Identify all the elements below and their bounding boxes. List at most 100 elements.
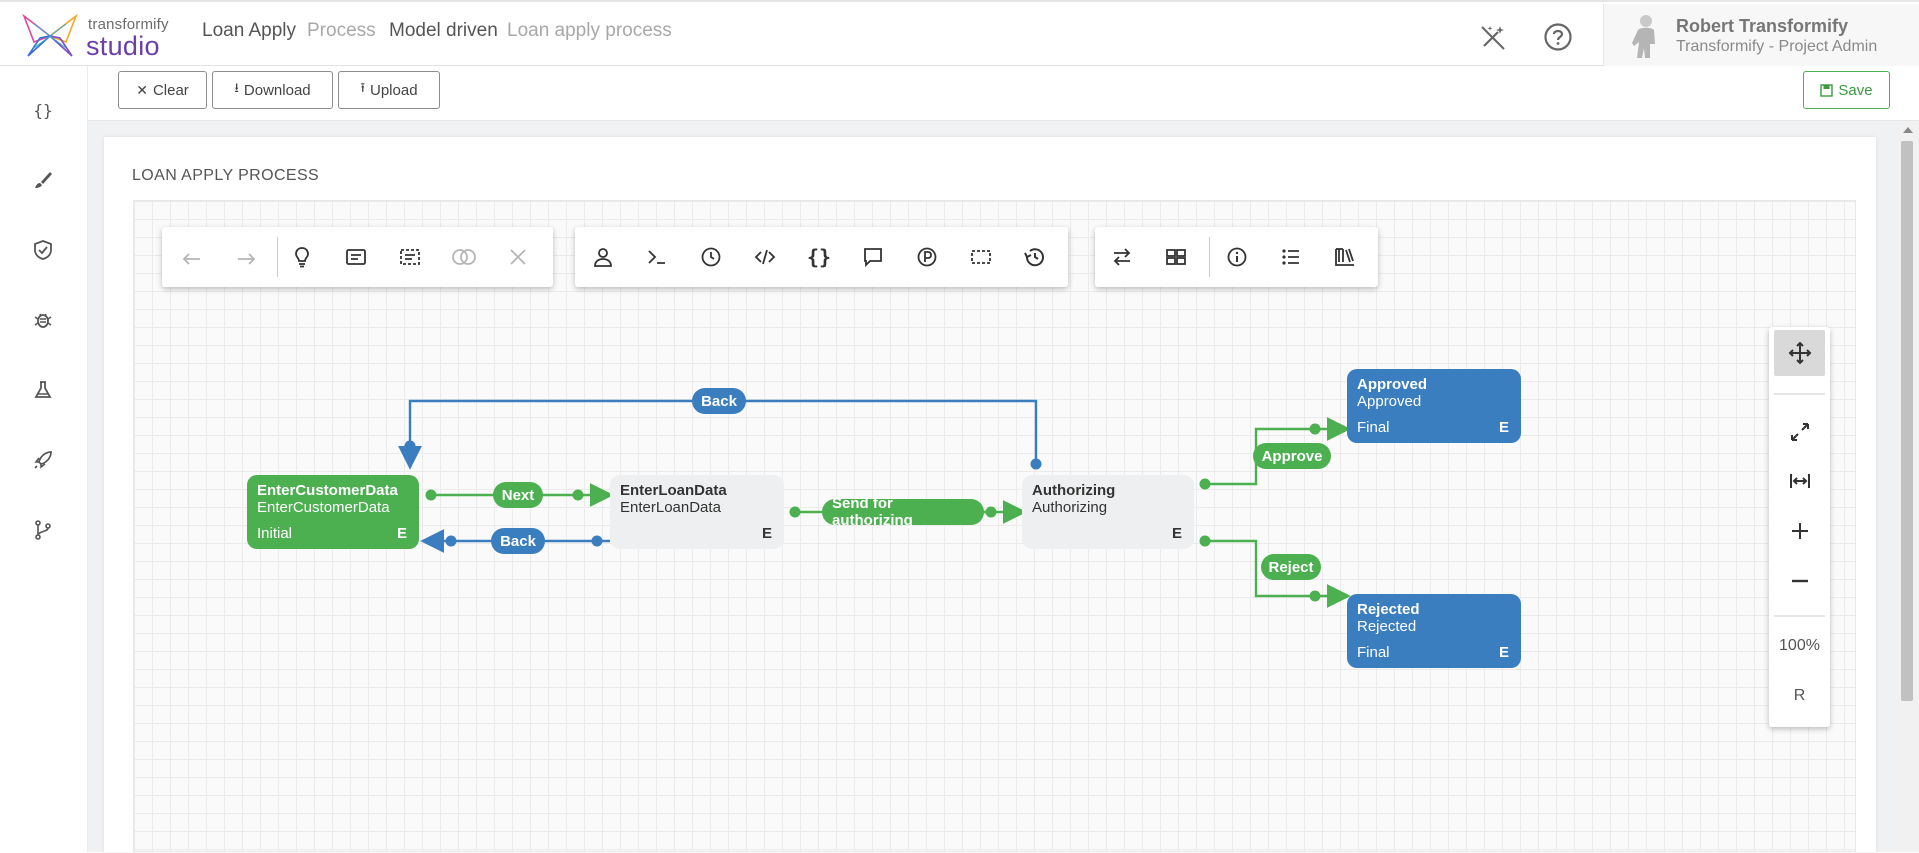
node-title: Rejected bbox=[1357, 601, 1420, 618]
upload-button[interactable]: ⭱ Upload bbox=[338, 71, 440, 109]
undo-icon[interactable] bbox=[177, 242, 207, 272]
node-subtitle: EnterCustomerData bbox=[257, 499, 390, 516]
breadcrumb-process[interactable]: Process bbox=[307, 20, 376, 41]
save-button-label: Save bbox=[1838, 81, 1873, 99]
node-badge: E bbox=[396, 525, 407, 542]
scrollbar-thumb[interactable] bbox=[1901, 141, 1913, 701]
swap-horizontal-icon[interactable] bbox=[1107, 242, 1137, 272]
avatar bbox=[1632, 15, 1655, 58]
state-node-approved[interactable]: Approved Approved Final E bbox=[1347, 369, 1521, 443]
state-node-authorizing[interactable]: Authorizing Authorizing E bbox=[1022, 475, 1194, 549]
source-branch-icon[interactable] bbox=[28, 515, 58, 545]
action-toolbar: ✕ Clear ⭳ Download ⭱ Upload Save bbox=[88, 66, 1919, 121]
history-toolbar bbox=[162, 227, 553, 287]
console-icon[interactable] bbox=[642, 242, 672, 272]
logo-text-big: studio bbox=[86, 31, 160, 61]
close-icon: ✕ bbox=[136, 81, 148, 98]
brush-icon[interactable] bbox=[28, 165, 58, 195]
transition-label-approve[interactable]: Approve bbox=[1253, 443, 1331, 469]
zoom-reset-button[interactable]: R bbox=[1793, 687, 1806, 704]
upload-button-label: Upload bbox=[370, 81, 418, 99]
process-card: LOAN APPLY PROCESS bbox=[104, 137, 1876, 852]
zoom-in-icon[interactable] bbox=[1774, 508, 1825, 554]
help-icon[interactable] bbox=[1543, 22, 1573, 52]
selection-text-icon[interactable] bbox=[395, 242, 425, 272]
butterfly-logo-icon bbox=[22, 13, 78, 57]
node-title: Authorizing bbox=[1032, 482, 1116, 499]
shield-check-icon[interactable] bbox=[28, 235, 58, 265]
node-subtitle: EnterLoanData bbox=[620, 499, 721, 516]
breadcrumb-loan-apply[interactable]: Loan Apply bbox=[202, 20, 297, 41]
download-icon: ⭳ bbox=[234, 80, 239, 95]
zoom-out-icon[interactable] bbox=[1774, 558, 1825, 604]
delete-icon[interactable] bbox=[503, 242, 533, 272]
logo-text-small: transformify bbox=[88, 16, 169, 33]
activity-toolbar: {} bbox=[575, 227, 1068, 287]
transition-label-next[interactable]: Next bbox=[493, 482, 543, 508]
breadcrumb-model-driven[interactable]: Model driven bbox=[389, 20, 498, 41]
toggle-icon[interactable] bbox=[449, 242, 479, 272]
download-button-label: Download bbox=[243, 81, 311, 99]
fullscreen-icon[interactable] bbox=[1774, 409, 1825, 455]
code-braces-icon[interactable]: {} bbox=[806, 245, 832, 269]
state-node-rejected[interactable]: Rejected Rejected Final E bbox=[1347, 594, 1521, 668]
lightbulb-icon[interactable] bbox=[287, 242, 317, 272]
redo-icon[interactable] bbox=[231, 242, 261, 272]
edge-reject bbox=[1206, 539, 1351, 608]
user-activity-icon[interactable] bbox=[588, 242, 618, 272]
alpha-p-circle-icon[interactable] bbox=[912, 242, 942, 272]
rocket-icon[interactable] bbox=[28, 445, 58, 475]
zoom-panel: 100% R bbox=[1769, 327, 1830, 727]
upload-icon: ⭱ bbox=[360, 80, 365, 95]
scroll-up-arrow-icon[interactable] bbox=[1903, 127, 1913, 133]
node-title: EnterLoanData bbox=[620, 482, 727, 499]
node-badge: E bbox=[761, 525, 772, 542]
diagram-canvas[interactable]: EnterCustomerData EnterCustomerData Init… bbox=[133, 200, 1856, 852]
transition-label-send-for-authorizing[interactable]: Send for authorizing bbox=[822, 495, 984, 529]
vertical-scrollbar[interactable] bbox=[1896, 121, 1919, 852]
history-icon[interactable] bbox=[1020, 242, 1050, 272]
node-badge: E bbox=[1498, 644, 1509, 661]
state-node-enter-loan-data[interactable]: EnterLoanData EnterLoanData E bbox=[610, 475, 784, 549]
node-kind: Final bbox=[1357, 644, 1390, 661]
format-list-bulleted-icon[interactable] bbox=[1276, 242, 1306, 272]
flask-icon[interactable] bbox=[28, 375, 58, 405]
selection-icon[interactable] bbox=[966, 242, 996, 272]
transition-label-reject[interactable]: Reject bbox=[1261, 554, 1321, 580]
node-title: Approved bbox=[1357, 376, 1428, 393]
save-button[interactable]: Save bbox=[1803, 71, 1890, 109]
node-kind: Final bbox=[1357, 419, 1390, 436]
top-header: transformify studio Loan Apply Process M… bbox=[0, 0, 1919, 66]
node-title: EnterCustomerData bbox=[257, 482, 398, 499]
library-icon[interactable] bbox=[1330, 242, 1360, 272]
breadcrumb-loan-apply-process[interactable]: Loan apply process bbox=[507, 20, 672, 41]
bug-icon[interactable] bbox=[28, 305, 58, 335]
user-menu[interactable]: Robert Transformify Transformify - Proje… bbox=[1603, 4, 1919, 66]
info-icon[interactable] bbox=[1222, 242, 1252, 272]
clear-button[interactable]: ✕ Clear bbox=[118, 71, 207, 109]
text-box-icon[interactable] bbox=[341, 242, 371, 272]
transition-label-back[interactable]: Back bbox=[491, 528, 545, 554]
left-sidebar: {} bbox=[0, 66, 88, 852]
download-button[interactable]: ⭳ Download bbox=[212, 71, 333, 109]
node-subtitle: Rejected bbox=[1357, 618, 1417, 635]
comment-icon[interactable] bbox=[858, 242, 888, 272]
node-subtitle: Authorizing bbox=[1032, 499, 1108, 516]
user-role: Transformify - Project Admin bbox=[1676, 38, 1878, 55]
page-title: LOAN APPLY PROCESS bbox=[132, 167, 320, 184]
floppy-icon bbox=[1820, 83, 1834, 97]
view-toolbar bbox=[1095, 227, 1378, 287]
code-braces-icon[interactable]: {} bbox=[33, 100, 53, 120]
state-node-enter-customer-data[interactable]: EnterCustomerData EnterCustomerData Init… bbox=[247, 475, 419, 549]
app-logo[interactable]: transformify studio bbox=[20, 12, 170, 61]
node-badge: E bbox=[1171, 525, 1182, 542]
timer-icon[interactable] bbox=[696, 242, 726, 272]
view-dashboard-icon[interactable] bbox=[1161, 242, 1191, 272]
transition-label-back-top[interactable]: Back bbox=[692, 388, 746, 414]
fit-width-icon[interactable] bbox=[1774, 458, 1825, 504]
zoom-level: 100% bbox=[1779, 637, 1820, 654]
move-icon[interactable] bbox=[1774, 330, 1825, 376]
magic-off-icon[interactable] bbox=[1478, 22, 1508, 52]
code-tags-icon[interactable] bbox=[750, 242, 780, 272]
node-kind: Initial bbox=[257, 525, 293, 542]
